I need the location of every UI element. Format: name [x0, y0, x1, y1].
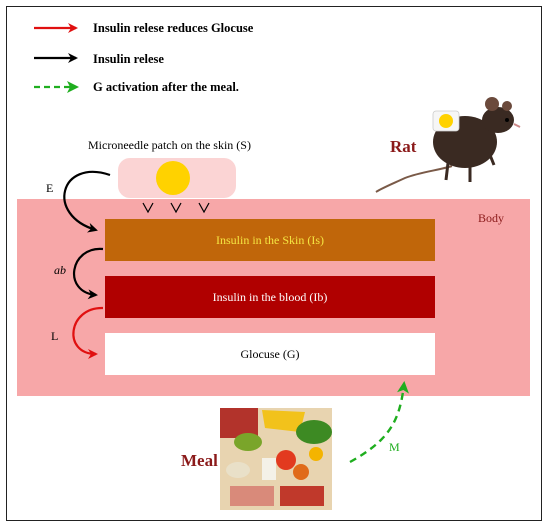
meal-illustration [220, 408, 332, 510]
arrow-label-ab: ab [54, 263, 66, 277]
rat-illustration [375, 97, 521, 193]
figure-frame [6, 6, 542, 521]
patch-sun-icon [156, 161, 190, 195]
arrow-l [72, 306, 104, 359]
arrow-label-e: E [46, 181, 54, 195]
arrow-m [349, 381, 409, 464]
arrow-e [63, 170, 111, 233]
legend-label-red: Insulin relese reduces Glocuse [93, 21, 254, 35]
skin-insulin-label: Insulin in the Skin (Is) [216, 232, 324, 247]
legend-label-green: G activation after the meal. [93, 80, 239, 94]
skin-insulin-box: Insulin in the Skin (Is) [105, 219, 435, 261]
blood-insulin-label: Insulin in the blood (Ib) [212, 289, 328, 304]
microneedles [142, 202, 210, 214]
legend-label-black: Insulin relese [93, 52, 164, 66]
arrow-ab [72, 247, 104, 300]
rat-label: Rat [390, 137, 417, 156]
body-label: Body [478, 211, 505, 225]
arrow-label-l: L [51, 329, 59, 343]
meal-label: Meal [181, 451, 218, 470]
arrow-label-m: M [389, 440, 400, 454]
patch-label: Microneedle patch on the skin (S) [88, 138, 251, 152]
glucose-box: Glocuse (G) [105, 333, 435, 375]
blood-insulin-box: Insulin in the blood (Ib) [105, 276, 435, 318]
glucose-label: Glocuse (G) [240, 346, 300, 361]
